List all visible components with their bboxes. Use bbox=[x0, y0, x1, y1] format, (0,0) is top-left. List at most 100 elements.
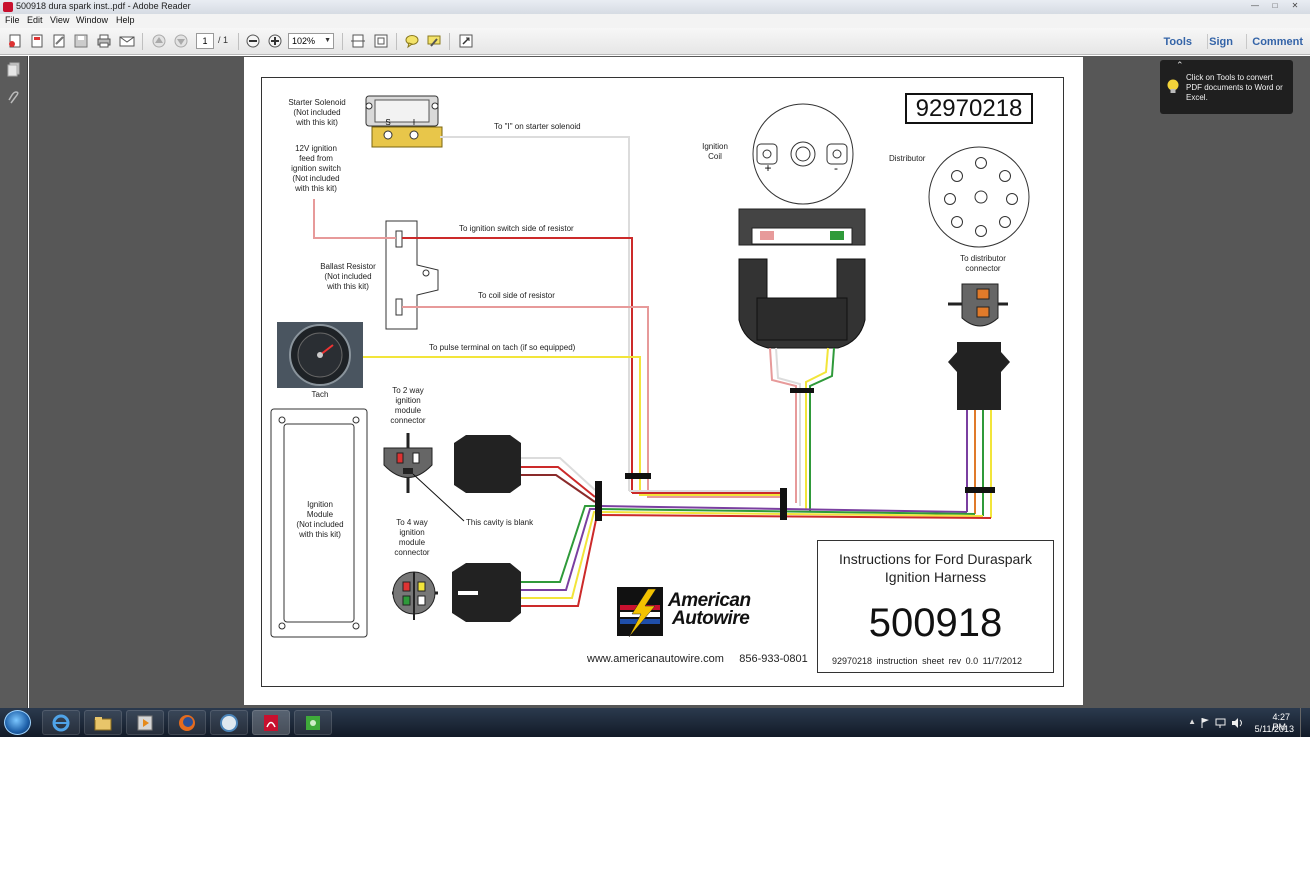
menu-view[interactable]: View bbox=[50, 15, 70, 25]
maximize-button[interactable]: □ bbox=[1272, 1, 1278, 10]
network-icon[interactable] bbox=[1215, 716, 1227, 734]
edit-document-icon[interactable] bbox=[50, 33, 68, 49]
toolbar-divider bbox=[1207, 34, 1208, 49]
highlight-icon[interactable] bbox=[425, 33, 443, 49]
close-button[interactable]: ✕ bbox=[1291, 1, 1299, 10]
instructions-title-block: Instructions for Ford Duraspark Ignition… bbox=[817, 540, 1054, 673]
next-page-icon[interactable] bbox=[172, 33, 190, 49]
zoom-in-icon[interactable] bbox=[266, 33, 284, 49]
window-title: 500918 dura spark inst..pdf - Adobe Read… bbox=[16, 1, 191, 11]
title-bar: 500918 dura spark inst..pdf - Adobe Read… bbox=[0, 0, 1310, 14]
zip-ties bbox=[595, 388, 995, 521]
website-phone: www.americanautowire.com 856-933-0801 bbox=[587, 653, 808, 665]
distributor-plug-icon bbox=[948, 342, 1010, 410]
page-total: / 1 bbox=[218, 35, 229, 45]
page-number-input[interactable]: 1 bbox=[196, 33, 214, 49]
cavity-blank-label: This cavity is blank bbox=[466, 518, 534, 527]
kit-number: 500918 bbox=[868, 601, 1003, 645]
start-button[interactable] bbox=[4, 710, 31, 735]
chevron-down-icon: ▼ bbox=[324, 37, 331, 44]
print-icon[interactable] bbox=[95, 33, 113, 49]
distributor-connector-icon bbox=[948, 283, 1008, 327]
adobe-reader-app-icon bbox=[3, 2, 13, 12]
navigation-pane bbox=[0, 56, 28, 708]
tach-gauge-icon bbox=[277, 322, 363, 388]
create-pdf-icon[interactable] bbox=[6, 33, 24, 49]
firefox-icon[interactable] bbox=[168, 710, 206, 735]
toolbar-separator bbox=[396, 33, 397, 50]
tools-tooltip[interactable]: ⌃ Click on Tools to convert PDF document… bbox=[1160, 60, 1293, 114]
to-i-terminal-label: To "I" on starter solenoid bbox=[494, 122, 581, 131]
ignition-coil-icon bbox=[752, 103, 854, 205]
toolbar-separator bbox=[342, 33, 343, 50]
internet-explorer-icon[interactable] bbox=[42, 710, 80, 735]
instructions-title: Instructions for Ford Duraspark Ignition… bbox=[818, 550, 1053, 586]
flag-icon[interactable] bbox=[1200, 716, 1210, 734]
coil-connector-face-icon bbox=[738, 208, 866, 246]
brand-line2: Autowire bbox=[672, 608, 750, 629]
toolbar-separator bbox=[238, 33, 239, 50]
adobe-reader-icon[interactable] bbox=[252, 710, 290, 735]
open-file-icon[interactable] bbox=[28, 33, 46, 49]
toolbar-separator bbox=[449, 33, 450, 50]
to-coil-side-label: To coil side of resistor bbox=[478, 291, 555, 300]
two-way-plug-icon bbox=[454, 435, 521, 493]
zoom-out-icon[interactable] bbox=[244, 33, 262, 49]
american-autowire-logo-icon bbox=[617, 587, 663, 638]
save-icon[interactable] bbox=[72, 33, 90, 49]
zoom-value: 102% bbox=[292, 36, 316, 46]
harness-wires bbox=[313, 136, 992, 607]
starter-solenoid-label: Starter Solenoid (Not included with this… bbox=[288, 98, 346, 127]
ignition-module-icon bbox=[270, 408, 368, 638]
to-pulse-terminal-label: To pulse terminal on tach (if so equippe… bbox=[429, 343, 576, 352]
sign-link[interactable]: Sign bbox=[1209, 36, 1233, 48]
coil-minus-label: - bbox=[834, 161, 838, 175]
fit-page-icon[interactable] bbox=[372, 33, 390, 49]
instructions-footer: 92970218 instruction sheet rev 0.0 11/7/… bbox=[832, 656, 1022, 666]
four-way-connector-icon bbox=[392, 571, 438, 620]
toolbar-divider bbox=[1246, 34, 1247, 49]
ignition-coil-label: Ignition Coil bbox=[702, 142, 728, 161]
lightbulb-icon bbox=[1166, 78, 1180, 99]
expand-icon[interactable] bbox=[457, 33, 475, 49]
page-thumbnails-icon[interactable] bbox=[7, 62, 21, 83]
email-icon[interactable] bbox=[118, 33, 136, 49]
volume-icon[interactable] bbox=[1231, 716, 1243, 734]
coil-plug-icon bbox=[738, 258, 866, 349]
attachments-icon[interactable] bbox=[7, 90, 21, 111]
diagram-frame bbox=[261, 77, 1064, 687]
minimize-button[interactable]: — bbox=[1251, 1, 1259, 10]
two-way-connector-icon bbox=[383, 433, 465, 522]
previous-page-icon[interactable] bbox=[150, 33, 168, 49]
solenoid-s-label: S bbox=[385, 118, 390, 127]
menu-file[interactable]: File bbox=[5, 15, 20, 25]
media-player-icon[interactable] bbox=[126, 710, 164, 735]
coil-plus-label: + bbox=[764, 161, 771, 175]
file-explorer-icon[interactable] bbox=[84, 710, 122, 735]
tach-label: Tach bbox=[311, 390, 329, 399]
menu-window[interactable]: Window bbox=[76, 15, 109, 25]
tools-link[interactable]: Tools bbox=[1163, 36, 1192, 48]
zoom-select[interactable]: 102% ▼ bbox=[288, 33, 334, 49]
dell-icon[interactable] bbox=[210, 710, 248, 735]
distributor-cap-icon bbox=[928, 146, 1030, 248]
instructions-title-line1: Instructions for Ford Duraspark bbox=[839, 551, 1032, 567]
toolbar: 1 / 1 102% ▼ Tools bbox=[0, 28, 1310, 55]
show-desktop-button[interactable] bbox=[1300, 708, 1310, 737]
menu-help[interactable]: Help bbox=[116, 15, 135, 25]
menu-bar: File Edit View Window Help bbox=[0, 14, 1310, 28]
fit-width-icon[interactable] bbox=[349, 33, 367, 49]
tray-expand-icon[interactable]: ▲ bbox=[1188, 717, 1196, 726]
comment-link[interactable]: Comment bbox=[1252, 36, 1303, 48]
clock-time[interactable]: 4:27 PM bbox=[1272, 712, 1290, 732]
ballast-resistor-label: Ballast Resistor (Not included with this… bbox=[320, 262, 376, 291]
collapse-caret-icon[interactable]: ⌃ bbox=[1176, 60, 1184, 70]
solenoid-i-label: I bbox=[413, 118, 415, 127]
comment-bubble-icon[interactable] bbox=[403, 33, 421, 49]
distributor-label: Distributor bbox=[889, 154, 926, 163]
menu-edit[interactable]: Edit bbox=[27, 15, 43, 25]
green-app-icon[interactable] bbox=[294, 710, 332, 735]
clock-date[interactable]: 5/11/2013 bbox=[1254, 724, 1294, 734]
